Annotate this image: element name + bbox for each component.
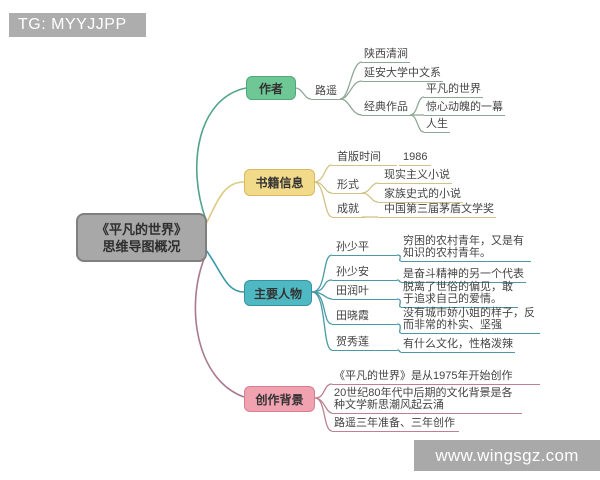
book-info-branch-connectors	[313, 164, 379, 218]
branch-node-characters[interactable]: 主要人物	[244, 280, 312, 306]
leaf-author-name[interactable]: 路遥	[311, 85, 342, 100]
root-title-line1: 《平凡的世界》	[95, 221, 187, 237]
leaf-character-name-5[interactable]: 贺秀莲	[332, 336, 397, 351]
leaf-background-item-1[interactable]: 《平凡的世界》是从1975年开始创作	[332, 370, 541, 385]
leaf-character-desc-5[interactable]: 有什么文化，性格泼辣	[401, 338, 515, 353]
background-branch-connectors	[314, 383, 333, 432]
telegram-badge: TG: MYYJJPP	[9, 13, 146, 37]
leaf-classic-works[interactable]: 经典作品	[362, 101, 412, 116]
leaf-achievement-value[interactable]: 中国第三届茅盾文学奖	[378, 203, 496, 218]
branch-node-background[interactable]: 创作背景	[244, 386, 315, 412]
leaf-character-name-3[interactable]: 田润叶	[332, 285, 397, 300]
leaf-author-birthplace[interactable]: 陕西清涧	[362, 48, 410, 63]
leaf-achievement-label[interactable]: 成就	[332, 203, 365, 218]
leaf-work-2[interactable]: 惊心动魄的一幕	[424, 101, 505, 116]
leaf-character-name-1[interactable]: 孙少平	[332, 241, 397, 256]
watermark: www.wingsgz.com	[414, 440, 600, 471]
leaf-character-desc-1[interactable]: 穷困的农村青年，又是有知识的农村青年。	[401, 235, 531, 262]
leaf-background-item-2[interactable]: 20世纪80年代中后期的文化背景是各种文学新思潮风起云涌	[332, 387, 522, 414]
leaf-first-published-value[interactable]: 1986	[399, 151, 432, 166]
branch-node-author[interactable]: 作者	[246, 76, 296, 100]
leaf-author-education[interactable]: 延安大学中文系	[362, 67, 443, 82]
characters-branch-connectors	[311, 254, 402, 353]
leaf-first-published-label[interactable]: 首版时间	[332, 151, 397, 166]
leaf-character-desc-2[interactable]: 是奋斗精神的另一个代表	[401, 268, 526, 283]
leaf-character-desc-3[interactable]: 脱离了世俗的偏见，敢于追求自己的爱情。	[401, 281, 518, 308]
leaf-character-desc-4[interactable]: 没有城市娇小姐的样子，反而非常的朴实、坚强	[401, 307, 540, 334]
leaf-work-1[interactable]: 平凡的世界	[424, 83, 483, 98]
branch-node-book-info[interactable]: 书籍信息	[244, 169, 315, 196]
leaf-form-1[interactable]: 现实主义小说	[378, 169, 452, 184]
main-branch-curves	[194, 87, 247, 398]
root-node[interactable]: 《平凡的世界》 思维导图概况	[76, 213, 207, 262]
leaf-form-label[interactable]: 形式	[332, 179, 365, 194]
leaf-work-3[interactable]: 人生	[424, 118, 450, 133]
leaf-form-2[interactable]: 家族史式的小说	[378, 188, 463, 203]
leaf-background-item-3[interactable]: 路遥三年准备、三年创作	[332, 417, 459, 432]
leaf-character-name-2[interactable]: 孙少安	[332, 266, 397, 281]
root-title-line2: 思维导图概况	[102, 238, 181, 254]
leaf-character-name-4[interactable]: 田晓霞	[332, 310, 397, 325]
